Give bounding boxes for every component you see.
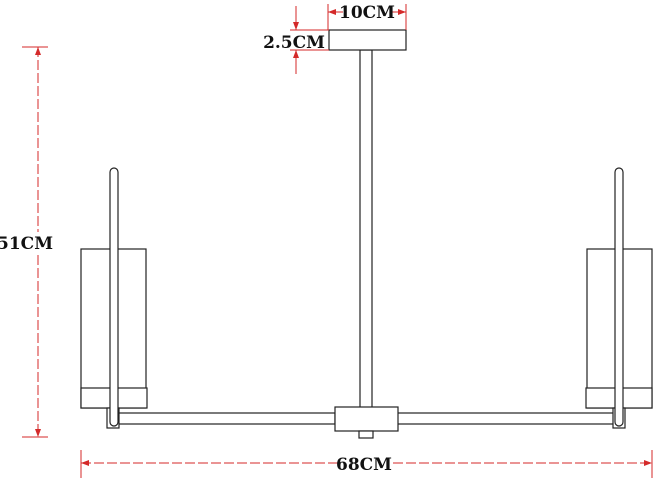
dimension-canopy-height: 2.5CM <box>263 6 329 74</box>
label-canopy-height: 2.5CM <box>263 33 325 53</box>
left-arm <box>117 412 336 425</box>
dimension-total-width: 68CM <box>80 450 653 478</box>
dimension-canopy-width: 10CM <box>327 2 407 30</box>
left-rod <box>109 167 119 427</box>
canopy <box>328 29 407 51</box>
hub-bottom-tab <box>358 430 374 439</box>
label-total-width: 68CM <box>336 455 392 475</box>
right-arm <box>396 412 615 425</box>
dimension-total-height: 51CM <box>0 46 53 438</box>
right-rod <box>614 167 624 427</box>
central-hub <box>334 406 399 432</box>
label-canopy-width: 10CM <box>339 3 395 23</box>
label-total-height: 51CM <box>0 234 53 254</box>
right-lamp <box>585 167 653 429</box>
stem <box>359 49 373 409</box>
left-lamp <box>80 167 148 429</box>
